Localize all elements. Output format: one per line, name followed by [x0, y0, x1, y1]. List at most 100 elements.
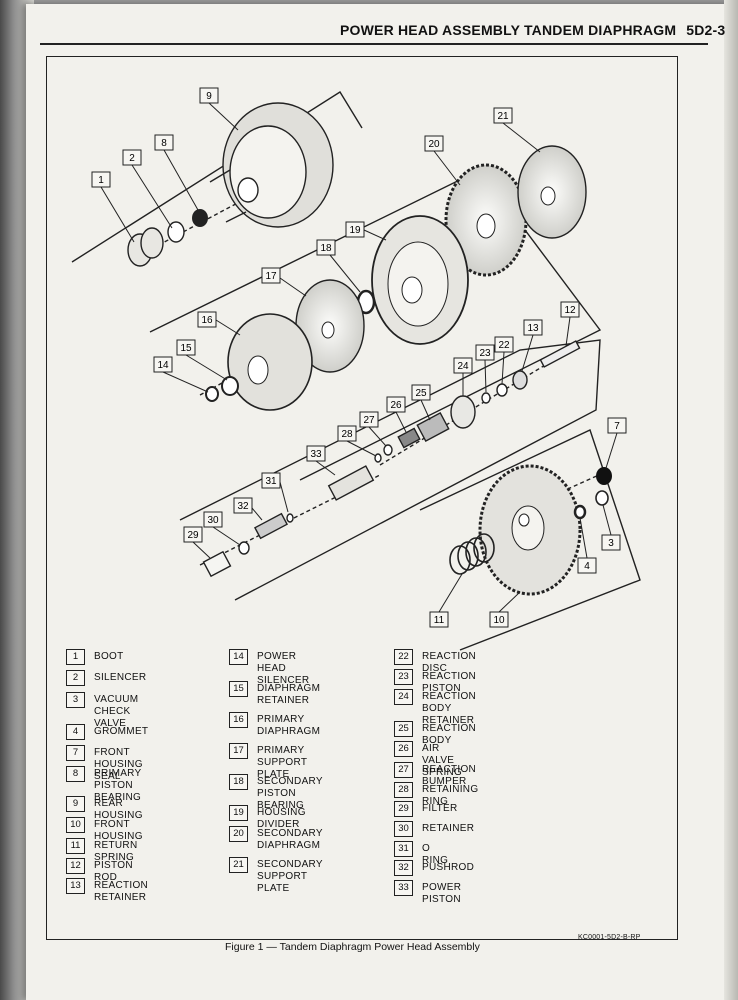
figure-caption: Figure 1 — Tandem Diaphragm Power Head A…: [225, 941, 480, 953]
callout-number: 20: [428, 139, 440, 150]
callout-14: 14: [153, 356, 209, 393]
callout-18: 18: [316, 239, 361, 293]
section-number: 5D2-3: [686, 22, 726, 38]
callout-13: 13: [521, 319, 543, 372]
callout-number: 25: [415, 388, 427, 399]
callout-number: 15: [180, 343, 192, 354]
retaining-ring-part: [374, 453, 382, 463]
callout-number: 16: [201, 315, 213, 326]
figure-frame: [46, 56, 678, 940]
callout-27: 27: [359, 411, 387, 447]
reaction-piston-part: [481, 392, 491, 404]
callout-number: 24: [457, 361, 469, 372]
reaction-retainer-part: [512, 370, 528, 390]
callout-21: 21: [493, 107, 541, 153]
power-head-silencer-part: [205, 386, 219, 402]
callout-number: 19: [349, 225, 361, 236]
pushrod-part: [253, 512, 289, 540]
callout-number: 32: [237, 501, 249, 512]
callout-number: 27: [363, 415, 375, 426]
callout-33: 33: [306, 445, 336, 476]
callout-number: 1: [98, 175, 104, 186]
piston-rod-part: [539, 340, 581, 368]
grommet-part: [573, 504, 587, 520]
callout-15: 15: [176, 339, 228, 381]
callout-3: 3: [601, 504, 621, 551]
callout-20: 20: [424, 135, 461, 186]
callout-number: 23: [479, 348, 491, 359]
callout-number: 31: [265, 476, 277, 487]
callout-12: 12: [560, 301, 580, 347]
callout-number: 3: [608, 538, 614, 549]
callout-30: 30: [203, 511, 241, 546]
callout-2: 2: [122, 149, 173, 229]
callout-28: 28: [337, 425, 377, 457]
air-valve-spring-part: [397, 427, 421, 449]
figure-code: KC0001-5D2-B-RP: [578, 934, 641, 941]
callout-number: 21: [497, 111, 509, 122]
rear-housing-part: [209, 102, 334, 228]
callout-number: 9: [206, 91, 212, 102]
header-title: POWER HEAD ASSEMBLY TANDEM DIAPHRAGM: [340, 22, 677, 38]
callout-number: 11: [434, 615, 445, 626]
reaction-body-retainer-part: [450, 395, 476, 429]
callout-32: 32: [233, 497, 263, 521]
front-housing-seal-part: [596, 467, 612, 485]
callout-22: 22: [494, 336, 514, 385]
callout-1: 1: [91, 171, 135, 243]
callout-31: 31: [261, 472, 289, 513]
primary-diaphragm-part: [227, 313, 313, 411]
callout-number: 33: [310, 449, 322, 460]
callout-number: 8: [161, 138, 167, 149]
callout-number: 13: [527, 323, 539, 334]
header-rule: [40, 43, 708, 45]
callout-number: 12: [564, 305, 576, 316]
guide-frame-top: [71, 91, 363, 263]
manual-page: [26, 4, 738, 1000]
boot-part: [127, 227, 164, 267]
diaphragm-retainer-part: [221, 376, 239, 396]
return-spring-part: [449, 533, 495, 575]
callout-9: 9: [199, 87, 239, 131]
reaction-body-part: [416, 412, 450, 442]
callout-17: 17: [261, 267, 307, 297]
callout-number: 30: [207, 515, 219, 526]
callout-number: 14: [157, 360, 169, 371]
primary-piston-bearing-part: [192, 209, 208, 227]
callout-26: 26: [386, 396, 407, 433]
guide-frame-low: [179, 339, 601, 601]
retainer-part: [238, 541, 250, 555]
callout-number: 28: [341, 429, 353, 440]
callout-29: 29: [183, 526, 211, 559]
callout-number: 17: [265, 271, 277, 282]
callout-number: 10: [493, 615, 505, 626]
callout-number: 4: [584, 561, 590, 572]
callout-19: 19: [345, 221, 387, 241]
callout-10: 10: [489, 591, 521, 628]
callout-4: 4: [577, 517, 597, 574]
callout-number: 26: [390, 400, 402, 411]
callout-8: 8: [154, 134, 199, 211]
callout-number: 7: [614, 421, 620, 432]
